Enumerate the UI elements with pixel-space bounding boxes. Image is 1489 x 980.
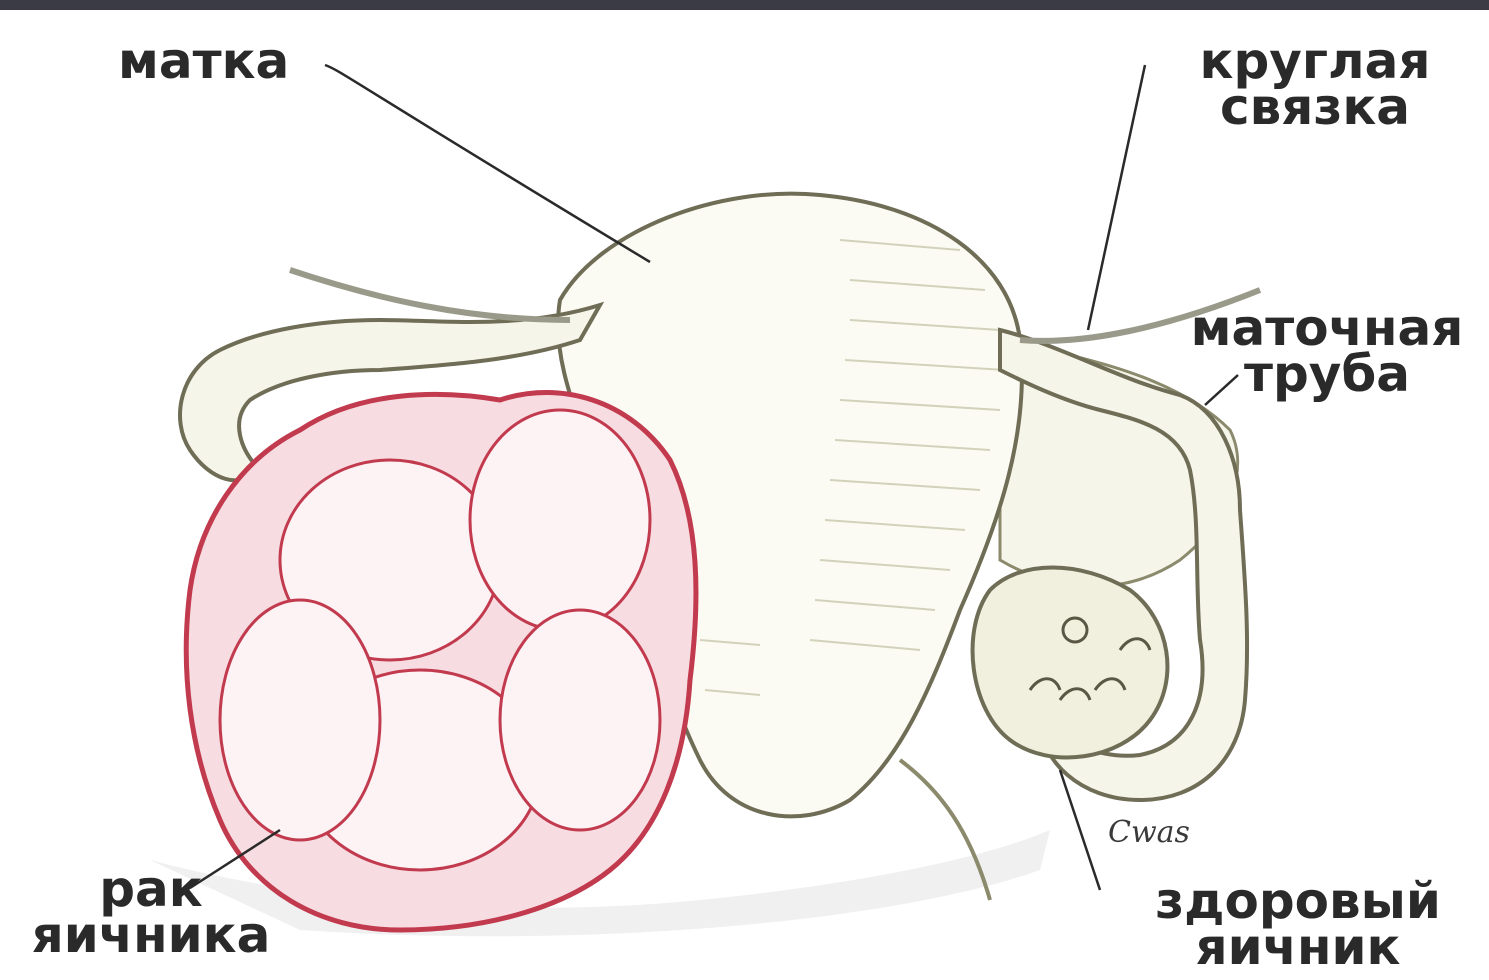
- leader-uterus: [325, 65, 650, 262]
- label-uterus: матка: [118, 38, 289, 84]
- label-ovarian-cancer: рак яичника: [16, 866, 286, 958]
- label-round-ligament-line2: связка: [1185, 84, 1445, 130]
- label-uterus-text: матка: [118, 38, 289, 84]
- healthy-ovary: [973, 568, 1168, 758]
- left-round-ligament: [290, 270, 570, 320]
- label-fallopian-tube: маточная труба: [1168, 305, 1486, 397]
- artist-signature: Cwas: [1108, 815, 1190, 850]
- label-fallopian-tube-line2: труба: [1168, 351, 1486, 397]
- label-round-ligament: круглая связка: [1185, 38, 1445, 130]
- label-healthy-ovary-line2: яичник: [1128, 924, 1468, 970]
- label-ovarian-cancer-line2: яичника: [16, 912, 286, 958]
- label-healthy-ovary: здоровый яичник: [1128, 878, 1468, 970]
- leader-round-ligament: [1088, 65, 1145, 330]
